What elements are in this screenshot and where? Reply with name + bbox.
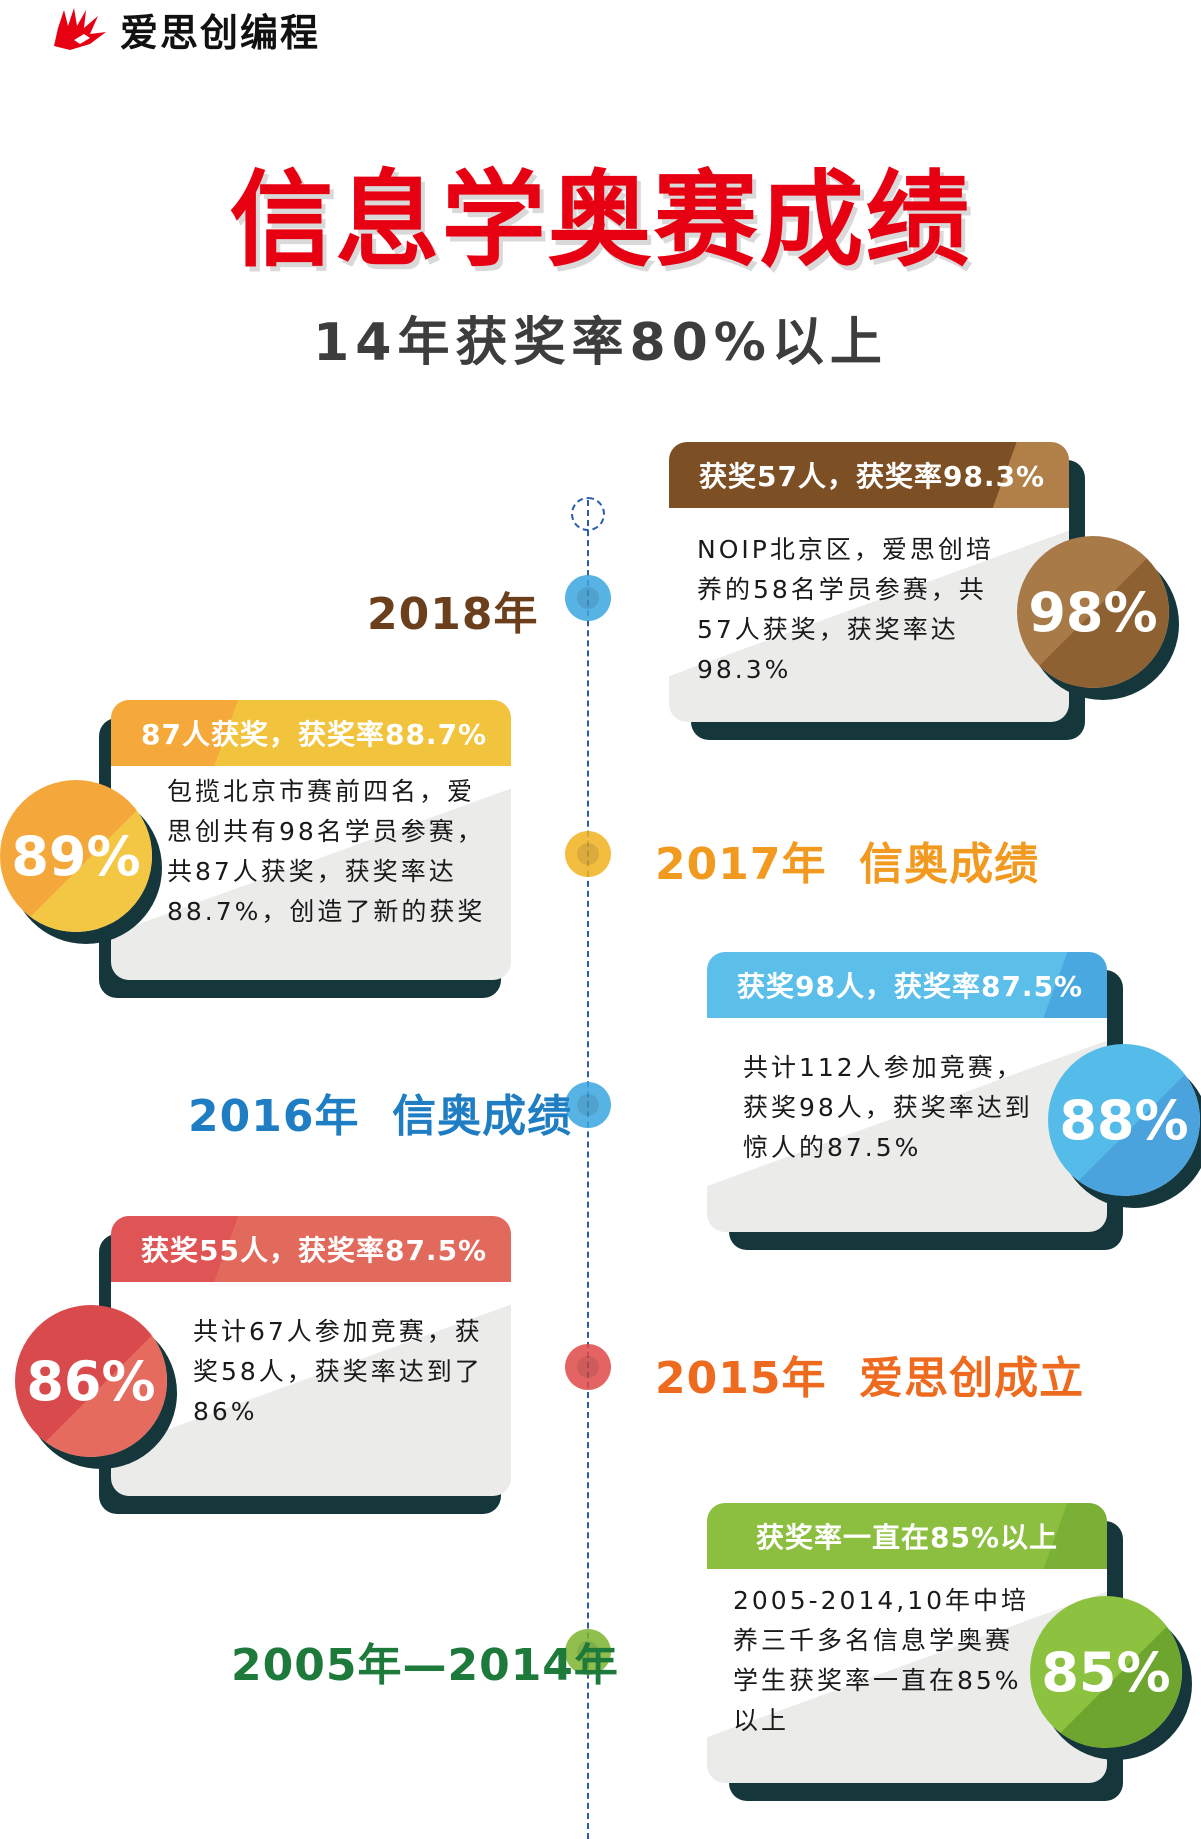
card-body-text: 共计112人参加竞赛，获奖98人，获奖率达到惊人的87.5% (743, 1053, 1033, 1162)
year-label-2017: 2017年 信奥成绩 (655, 839, 1040, 890)
card-body-text: 2005-2014,10年中培养三千多名信息学奥赛学生获奖率一直在85%以上 (733, 1586, 1030, 1735)
timeline-dot-2017 (565, 831, 611, 877)
year-label-2016: 2016年 信奥成绩 (188, 1091, 573, 1142)
card-body-text: 包揽北京市赛前四名，爱思创共有98名学员参赛，共87人获奖，获奖率达88.7%，… (167, 777, 486, 926)
timeline-start-ring (571, 497, 605, 531)
year-label-2005-2014: 2005年—2014年 (231, 1640, 619, 1691)
card-2015: 获奖55人，获奖率87.5% 共计67人参加竞赛，获奖58人，获奖率达到了86% (99, 1216, 511, 1514)
card-header: 获奖55人，获奖率87.5% (111, 1216, 511, 1282)
timeline-dot-2018 (565, 575, 611, 621)
logo-text: 爱思创编程 (120, 10, 321, 55)
year-label-2015: 2015年 爱思创成立 (655, 1353, 1085, 1404)
timeline-line (587, 500, 589, 1839)
percent-circle-2018: 98% (1017, 536, 1169, 688)
percent-circle-2015: 86% (15, 1305, 167, 1457)
card-body-text: 共计67人参加竞赛，获奖58人，获奖率达到了86% (193, 1317, 483, 1426)
card-header: 获奖98人，获奖率87.5% (707, 952, 1107, 1018)
percent-circle-2005-2014: 85% (1030, 1596, 1182, 1748)
percent-circle-2016: 88% (1048, 1044, 1200, 1196)
card-2016: 获奖98人，获奖率87.5% 共计112人参加竞赛，获奖98人，获奖率达到惊人的… (707, 952, 1123, 1250)
timeline-dot-2016 (565, 1082, 611, 1128)
card-header: 获奖率一直在85%以上 (707, 1503, 1107, 1569)
year-label-2018: 2018年 (367, 589, 539, 640)
timeline-dot-2015 (565, 1344, 611, 1390)
card-2018: 获奖57人，获奖率98.3% NOIP北京区，爱思创培养的58名学员参赛，共57… (669, 442, 1085, 740)
card-body-text: NOIP北京区，爱思创培养的58名学员参赛，共57人获奖，获奖率达98.3% (697, 535, 994, 684)
card-2005-2014: 获奖率一直在85%以上 2005-2014,10年中培养三千多名信息学奥赛学生获… (707, 1503, 1123, 1801)
card-header: 87人获奖，获奖率88.7% (111, 700, 511, 766)
card-header: 获奖57人，获奖率98.3% (669, 442, 1069, 508)
logo: 爱思创编程 (50, 4, 321, 55)
page-subtitle: 14年获奖率80%以上 (313, 313, 888, 373)
page-title: 信息学奥赛成绩 (229, 159, 972, 281)
percent-circle-2017: 89% (0, 780, 152, 932)
timeline-dot-2005 (565, 1629, 611, 1675)
hand-logo-icon (50, 6, 110, 52)
card-2017: 87人获奖，获奖率88.7% 包揽北京市赛前四名，爱思创共有98名学员参赛，共8… (99, 700, 511, 998)
